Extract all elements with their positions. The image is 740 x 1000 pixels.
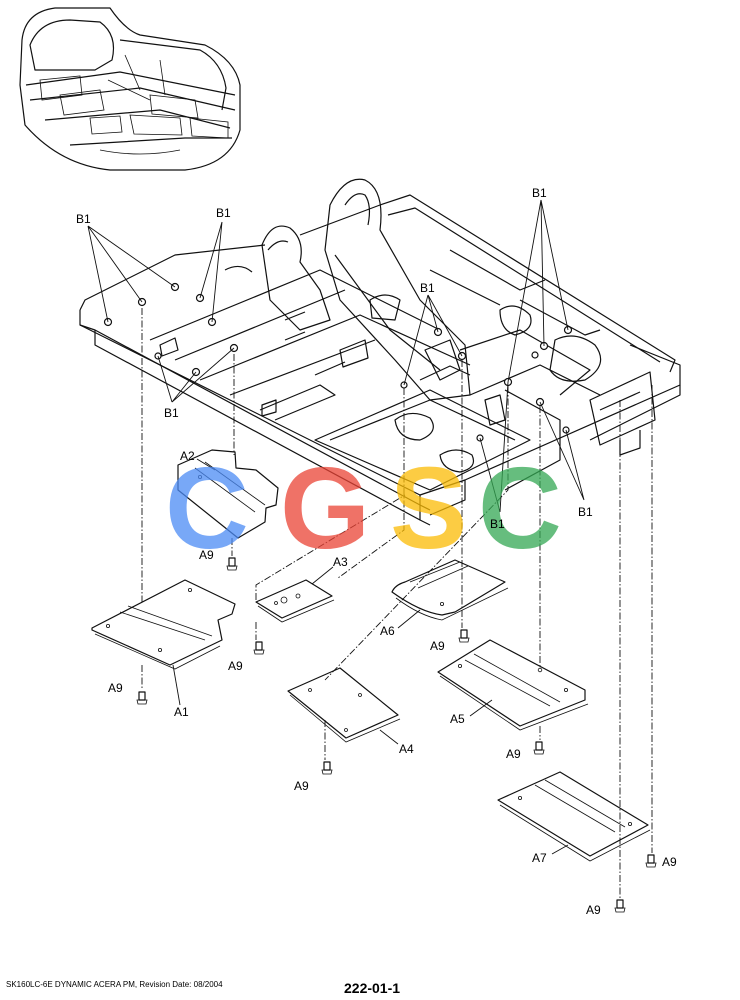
plate-a5 [437,639,589,731]
leader-lines [87,199,585,855]
label-a2: A2 [180,449,195,463]
label-a9-a6: A9 [430,639,445,653]
page-number: 222-01-1 [344,980,401,996]
label-b1-center: B1 [420,281,435,295]
label-a3: A3 [333,555,348,569]
label-a9-a3: A9 [228,659,243,673]
label-a7: A7 [532,851,547,865]
label-b1-left-lower: B1 [164,406,179,420]
label-b1-top-right: B1 [532,186,547,200]
plate-a6 [391,559,509,621]
label-a5: A5 [450,712,465,726]
label-b1-top-left: B1 [76,212,91,226]
plate-a4 [287,667,401,743]
watermark-letter-4: C [478,443,562,573]
watermark-letter-2: G [280,443,370,573]
revision-note: SK160LC-6E DYNAMIC ACERA PM, Revision Da… [6,980,223,989]
part-labels: B1 B1 B1 B1 B1 B1 B1 A1 A2 A3 A4 A5 A6 A… [76,186,677,917]
watermark-letter-1: C [165,443,249,573]
label-a9-a4: A9 [294,779,309,793]
label-b1-lower-right: B1 [578,505,593,519]
label-a1: A1 [174,705,189,719]
label-a6: A6 [380,624,395,638]
label-a9-bottom: A9 [586,903,601,917]
alignment-lines [141,308,653,898]
plate-a3 [255,579,335,623]
label-b1-lower-center: B1 [490,517,505,531]
watermark-letter-3: S [390,443,467,573]
watermark: C G S C [165,443,562,573]
plate-a2 [177,449,279,539]
plate-a7 [497,771,651,862]
bolt-icons [136,557,657,913]
label-a9-a1: A9 [108,681,123,695]
machine-overview-thumbnail [19,7,241,171]
label-b1-top-center: B1 [216,206,231,220]
plate-a1 [91,579,236,670]
label-a9-a2: A9 [199,548,214,562]
label-a9-a5: A9 [506,747,521,761]
label-a9-right: A9 [662,855,677,869]
label-a4: A4 [399,742,414,756]
upper-frame [79,178,681,526]
